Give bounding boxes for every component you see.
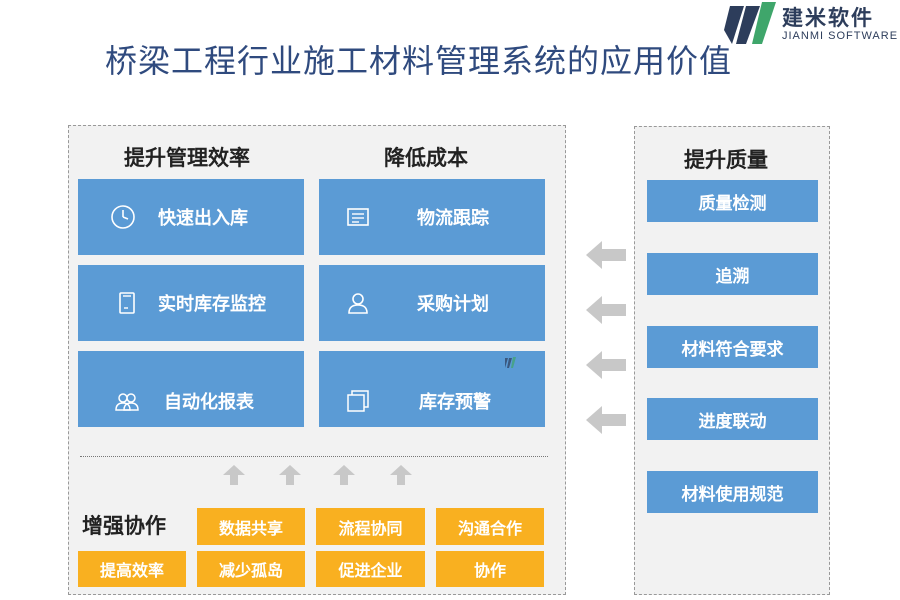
page-title: 桥梁工程行业施工材料管理系统的应用价值 bbox=[105, 42, 733, 80]
section-divider bbox=[80, 456, 548, 457]
tag-raise-efficiency: 提高效率 bbox=[78, 551, 186, 587]
up-arrow-icon bbox=[223, 465, 245, 485]
tile-label: 快速出入库 bbox=[158, 208, 248, 229]
heading-improve-efficiency: 提升管理效率 bbox=[124, 145, 250, 170]
up-arrow-icon bbox=[390, 465, 412, 485]
quality-item: 材料使用规范 bbox=[647, 471, 818, 513]
up-arrow-icon bbox=[333, 465, 355, 485]
tile-label: 采购计划 bbox=[417, 294, 489, 315]
layers-icon bbox=[345, 388, 371, 414]
tag-collaboration: 协作 bbox=[436, 551, 544, 587]
heading-reduce-cost: 降低成本 bbox=[384, 145, 468, 170]
tile-label: 实时库存监控 bbox=[158, 294, 266, 315]
brand-logo-mark-icon bbox=[724, 2, 776, 44]
left-arrow-icon bbox=[586, 406, 626, 434]
tile-realtime-stock: 实时库存监控 bbox=[78, 265, 304, 341]
brand-name-cn: 建米软件 bbox=[782, 6, 874, 30]
tile-auto-report: 自动化报表 bbox=[78, 351, 304, 427]
heading-improve-quality: 提升质量 bbox=[684, 147, 768, 172]
left-arrow-icon bbox=[586, 241, 626, 269]
tag-promote-enterprise: 促进企业 bbox=[316, 551, 425, 587]
group-icon bbox=[114, 388, 140, 414]
tile-label: 物流跟踪 bbox=[417, 208, 489, 229]
tile-fast-inout: 快速出入库 bbox=[78, 179, 304, 255]
clipboard-icon bbox=[114, 290, 140, 316]
quality-item: 进度联动 bbox=[647, 398, 818, 440]
tile-purchase-plan: 采购计划 bbox=[319, 265, 545, 341]
tag-data-sharing: 数据共享 bbox=[197, 508, 305, 545]
clock-icon bbox=[110, 204, 136, 230]
user-icon bbox=[345, 290, 371, 316]
tile-logistics-tracking: 物流跟踪 bbox=[319, 179, 545, 255]
up-arrow-icon bbox=[279, 465, 301, 485]
left-arrow-icon bbox=[586, 296, 626, 324]
watermark-logo bbox=[505, 357, 516, 368]
tile-stock-warning: 库存预警 bbox=[319, 351, 545, 427]
heading-enhance-collaboration: 增强协作 bbox=[82, 513, 166, 538]
document-icon bbox=[345, 204, 371, 230]
tag-communication: 沟通合作 bbox=[436, 508, 544, 545]
quality-item: 质量检测 bbox=[647, 180, 818, 222]
tag-reduce-silos: 减少孤岛 bbox=[197, 551, 305, 587]
brand-name-en: JIANMI SOFTWARE bbox=[782, 30, 899, 42]
tag-process-collab: 流程协同 bbox=[316, 508, 425, 545]
quality-item: 追溯 bbox=[647, 253, 818, 295]
tile-label: 库存预警 bbox=[419, 392, 491, 413]
quality-item: 材料符合要求 bbox=[647, 326, 818, 368]
tile-label: 自动化报表 bbox=[164, 392, 254, 413]
left-arrow-icon bbox=[586, 351, 626, 379]
brand-logo: 建米软件 JIANMI SOFTWARE bbox=[724, 0, 900, 48]
